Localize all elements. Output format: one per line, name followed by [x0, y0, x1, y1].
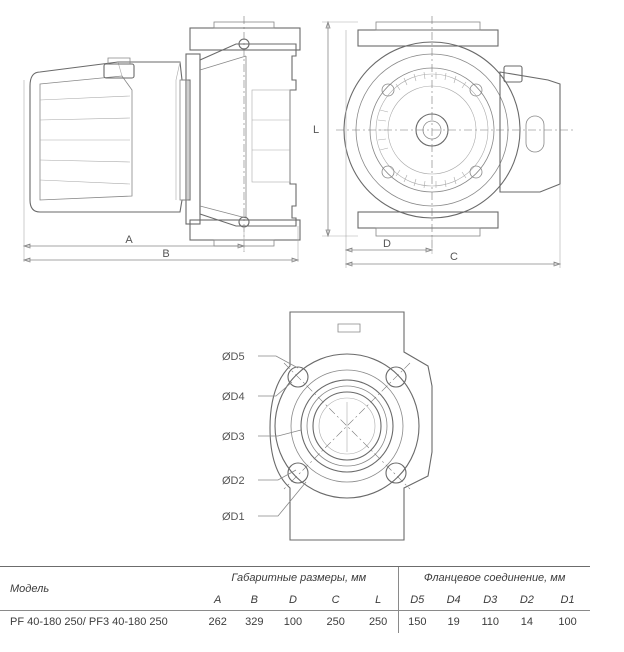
- table-row: PF 40-180 250/ PF3 40-180 250 262 329 10…: [0, 610, 590, 633]
- header-flange-group: Фланцевое соединение, мм: [398, 566, 590, 589]
- col-header-d: D: [288, 593, 297, 606]
- flange-label-d2: ØD2: [222, 475, 245, 487]
- cell-b: 329: [235, 610, 273, 633]
- dim-label-c: C: [450, 251, 458, 263]
- cell-d3: 110: [471, 610, 509, 633]
- col-header-c: C: [331, 593, 340, 606]
- flange-label-d3: ØD3: [222, 431, 245, 443]
- cell-d4: 19: [435, 610, 472, 633]
- dim-label-b: B: [162, 248, 169, 260]
- col-header-d5: D5: [398, 589, 436, 611]
- dim-label-a: A: [125, 234, 133, 246]
- col-header-d2: D2: [519, 593, 534, 606]
- flange-label-d4: ØD4: [222, 391, 245, 403]
- col-header-d4: D4: [446, 593, 461, 606]
- pump-side-view: [29, 16, 301, 252]
- dim-label-d: D: [383, 238, 391, 250]
- cell-d: 100: [272, 610, 314, 633]
- col-header-d3: D3: [483, 593, 498, 606]
- flange-label-d5: ØD5: [222, 351, 245, 363]
- col-header-a: A: [214, 593, 222, 606]
- col-header-d1: D1: [560, 593, 575, 606]
- flange-dimension-labels: ØD5 ØD4 ØD3 ØD2 ØD1: [222, 351, 307, 523]
- side-dimensions: A B: [22, 80, 300, 263]
- front-dimensions: D C L: [313, 20, 562, 268]
- header-dimensions-group: Габаритные размеры, мм: [199, 566, 399, 589]
- flange-view: [269, 311, 433, 541]
- cell-d2: 14: [508, 610, 546, 633]
- row-model: PF 40-180 250/ PF3 40-180 250: [0, 610, 200, 633]
- flange-label-d1: ØD1: [222, 511, 245, 523]
- cell-d5: 150: [398, 610, 436, 633]
- col-header-b: B: [250, 593, 258, 606]
- cell-c: 250: [313, 610, 359, 633]
- col-header-l: L: [375, 593, 382, 606]
- dim-label-l: L: [313, 124, 319, 136]
- cell-d1: 100: [545, 610, 590, 633]
- specification-table: Модель Габаритные размеры, мм Фланцевое …: [0, 566, 590, 633]
- pump-dimension-drawing: A B: [22, 16, 574, 541]
- pump-front-view: [336, 16, 574, 248]
- header-model: Модель: [0, 566, 200, 611]
- cell-a: 262: [199, 610, 236, 633]
- cell-l: 250: [358, 610, 399, 633]
